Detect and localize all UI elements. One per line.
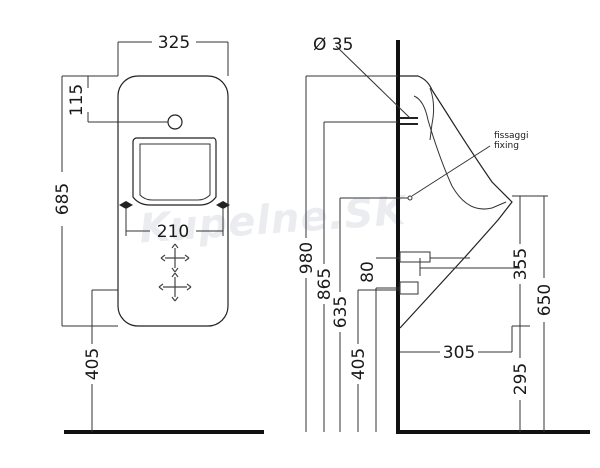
fixing-note-it: fissaggi: [494, 131, 529, 141]
dim-height-label: 685: [53, 183, 73, 215]
dim-405s-label: 405: [349, 348, 369, 380]
dim-295-label: 295: [511, 363, 531, 395]
dim-980-label: 980: [297, 242, 317, 274]
front-view: 325 685 115 210 405: [53, 33, 264, 434]
fixing-note-leader: [411, 145, 491, 197]
dim-865-label: 865: [315, 268, 335, 300]
dim-305-label: 305: [443, 343, 475, 363]
side-urinal-profile: [399, 75, 513, 329]
front-bowl-opening: [132, 137, 217, 206]
front-outlet-marks: [158, 243, 192, 302]
dim-635-label: 635: [331, 296, 351, 328]
dim-width-label: 325: [158, 33, 190, 53]
side-fixing-point: [407, 195, 413, 201]
front-urinal-outline: [117, 75, 229, 327]
front-bowl-inner: [139, 143, 211, 201]
dim-diameter-leader: [335, 45, 411, 119]
front-inlet-circle: [167, 114, 183, 130]
front-fixing-right-marker: [216, 201, 230, 209]
side-urinal-inner: [413, 95, 507, 210]
front-fixing-left-marker: [119, 201, 133, 209]
dim-355-label: 355: [511, 248, 531, 280]
dim-fixing-label: 210: [157, 222, 189, 242]
dim-inlet-label: 115: [67, 84, 87, 116]
side-inlet-pipe: [429, 87, 435, 141]
dim-diameter-label: Ø 35: [313, 35, 353, 55]
dim-floor-label: 405: [83, 348, 103, 380]
dim-650-label: 650: [535, 284, 555, 316]
side-view: Ø 35 fissaggi fixing 980 865 635 405 80: [297, 35, 590, 434]
side-outlet-fitting-lower: [399, 281, 419, 295]
watermark: Kupelne.SK: [138, 188, 410, 253]
side-outlet-fitting-upper: [399, 251, 431, 263]
dim-80-label: 80: [358, 261, 378, 283]
fixing-note-en: fixing: [494, 141, 519, 151]
